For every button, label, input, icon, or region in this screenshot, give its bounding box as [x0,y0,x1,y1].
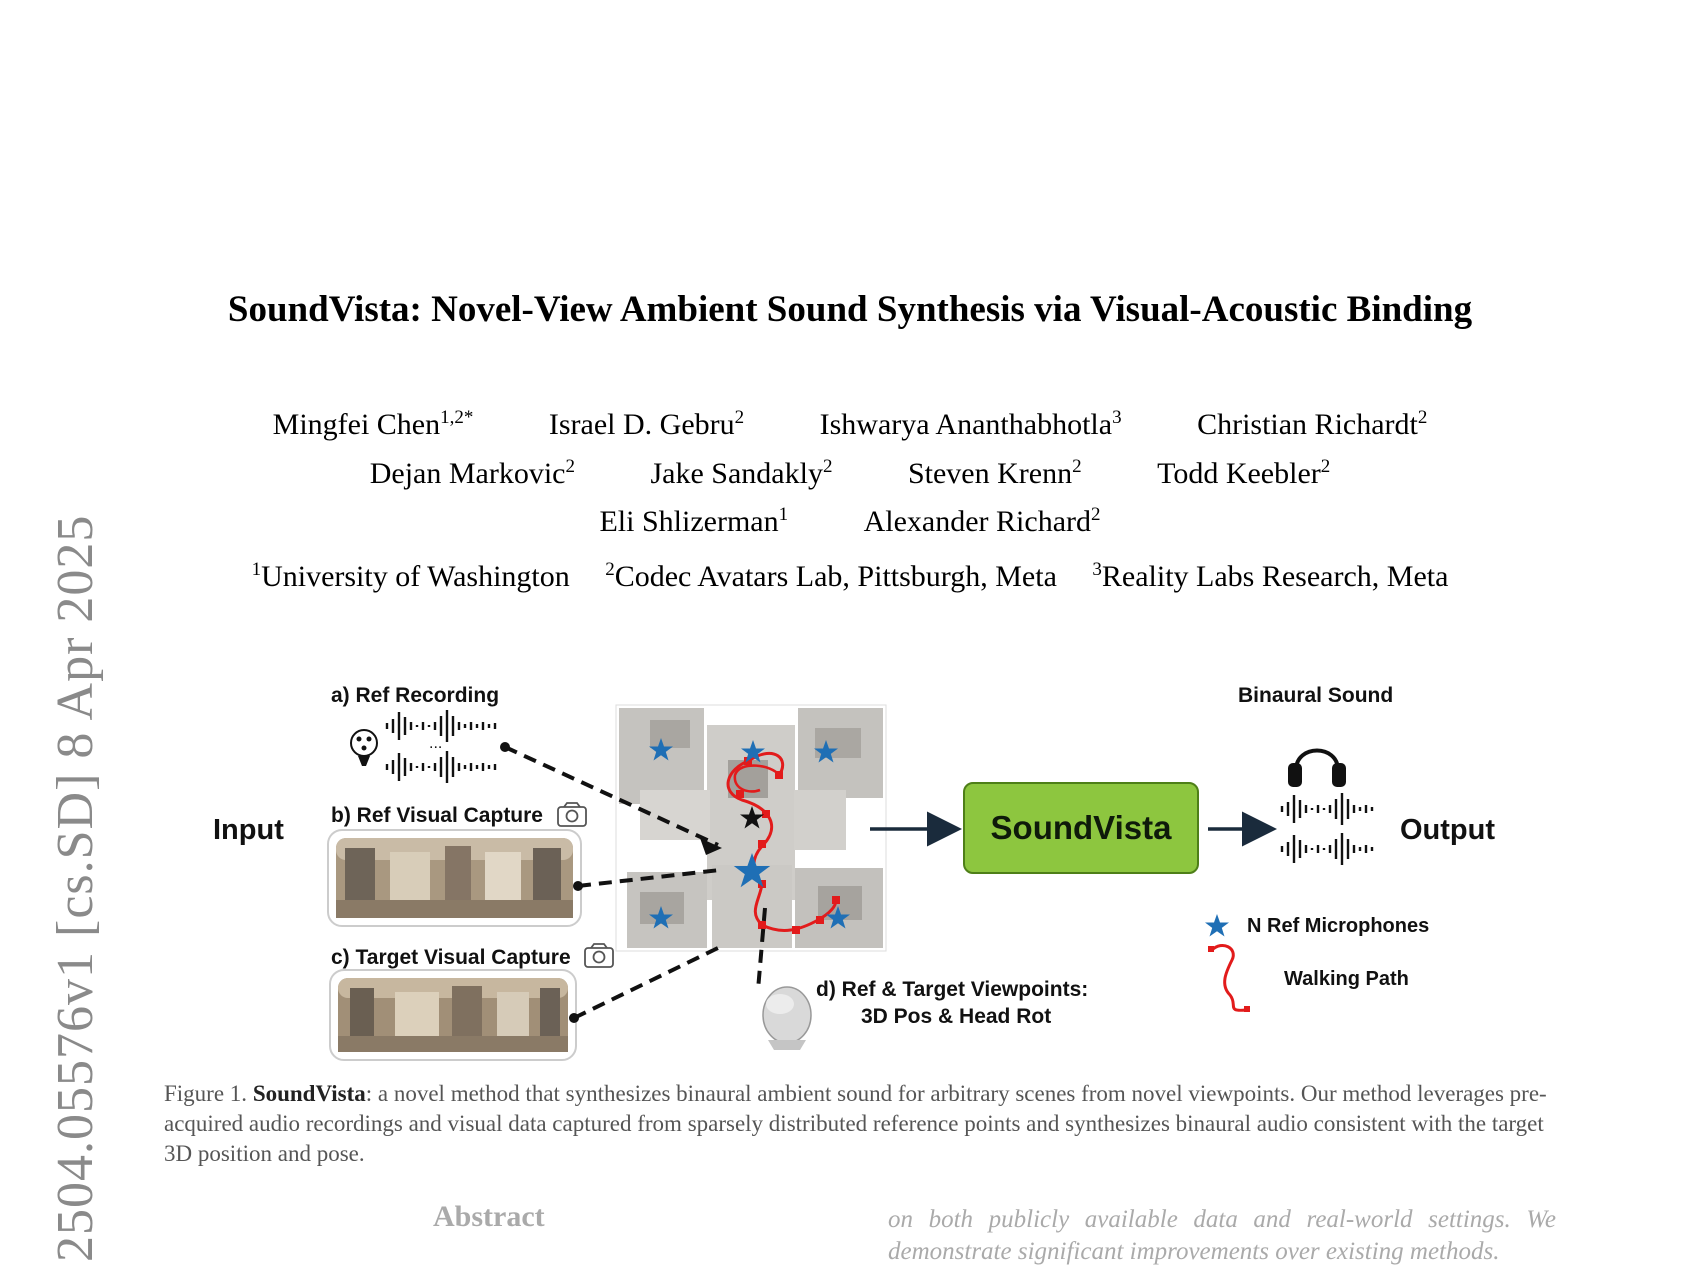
waveform-icon [385,710,497,742]
star-icon [649,906,673,929]
abstract-text: on both publicly available data and real… [888,1206,1556,1265]
paper-title: SoundVista: Novel-View Ambient Sound Syn… [227,289,1473,330]
figure-caption: Figure 1. SoundVista: a novel method tha… [164,1081,1547,1166]
author-row-3: Eli Shlizerman1 Alexander Richard2 [0,505,1700,539]
author-row-1: Mingfei Chen1,2* Israel D. Gebru2 Ishwar… [0,408,1700,442]
legend-star-icon [1205,914,1229,937]
affiliation: 2Codec Avatars Lab, Pittsburgh, Meta [605,559,1057,593]
target-visual-label: c) Target Visual Capture [331,946,571,969]
waveform-icon [385,751,497,783]
connector-dot [569,1013,579,1023]
target-star-icon [740,806,764,829]
ref-microphone-stars [649,738,850,929]
head-icon [762,986,812,1050]
author: Jake Sandakly2 [650,456,833,490]
author: Todd Keebler2 [1157,456,1331,490]
author: Ishwarya Ananthabhotla3 [819,407,1122,441]
floor-plan-map [615,704,887,952]
output-label: Output [1400,814,1496,846]
author: Steven Krenn2 [907,456,1082,490]
author: Mingfei Chen1,2* [272,407,474,441]
soundvista-model-box: SoundVista [963,782,1199,874]
headphones-icon [1288,748,1346,787]
author: Israel D. Gebru2 [548,407,745,441]
legend-mics-label: N Ref Microphones [1247,915,1430,937]
author-row-2: Dejan Markovic2 Jake Sandakly2 Steven Kr… [0,457,1700,491]
waveform-icon [1280,793,1374,825]
star-icon [741,740,765,763]
camera-icon [584,943,614,968]
ref-visual-label: b) Ref Visual Capture [331,804,543,827]
camera-icon [557,802,587,827]
ref-panorama-image [327,829,582,927]
input-label: Input [213,814,284,846]
author: Alexander Richard2 [863,504,1101,538]
connector-dot [500,742,510,752]
affiliation: 1University of Washington [251,559,570,593]
affiliations: 1University of Washington 2Codec Avatars… [0,560,1700,594]
viewpoints-label: d) Ref & Target Viewpoints: [816,978,1089,1001]
dashed-connectors [504,745,767,1020]
author: Eli Shlizerman1 [599,504,789,538]
author: Dejan Markovic2 [369,456,575,490]
affiliation: 3Reality Labs Research, Meta [1092,559,1449,593]
ellipsis-label: ... [429,735,443,752]
star-icon [649,738,673,761]
microphone-array-icon [350,729,378,766]
ref-recording-label: a) Ref Recording [331,684,500,707]
author: Christian Richardt2 [1197,407,1428,441]
star-icon [826,906,850,929]
legend-path-icon [1210,944,1247,1012]
star-icon [814,740,838,763]
binaural-sound-label: Binaural Sound [1238,684,1394,707]
abstract-heading: Abstract [433,1200,545,1233]
target-panorama-image [329,969,577,1061]
viewpoints-sublabel: 3D Pos & Head Rot [861,1005,1052,1028]
waveform-icon [1280,833,1374,865]
model-name: SoundVista [990,809,1172,846]
legend-path-label: Walking Path [1284,968,1409,990]
connector-dot [573,881,583,891]
star-icon [733,853,771,888]
